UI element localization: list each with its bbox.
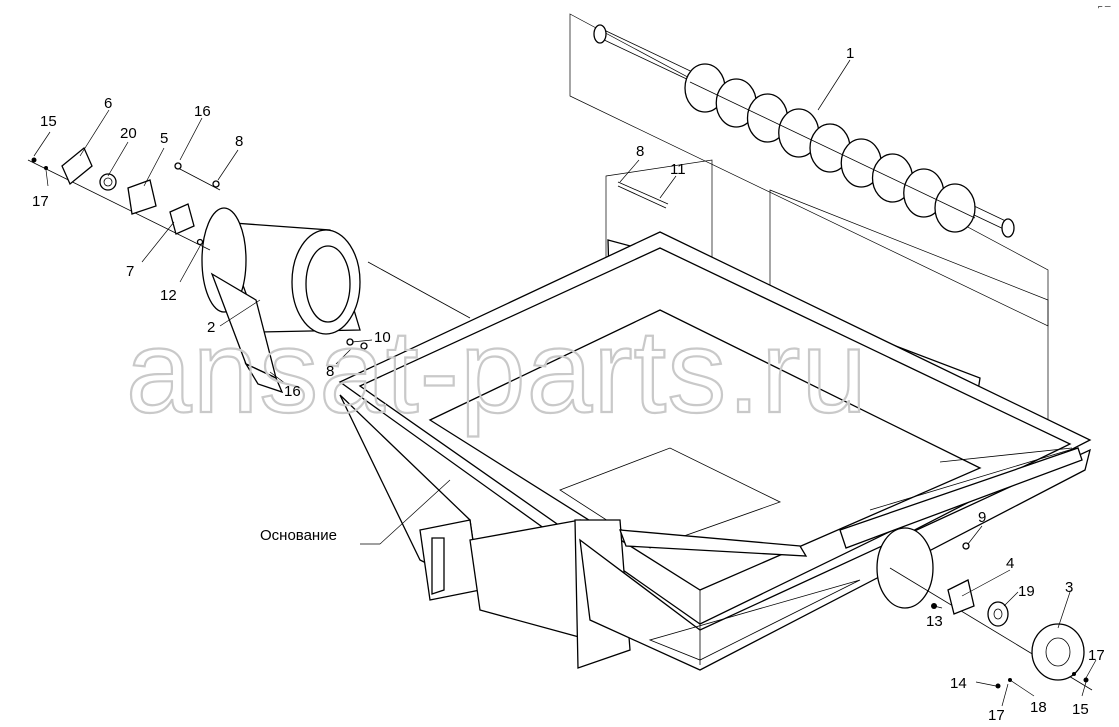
flange-part-4 xyxy=(947,579,975,615)
callout-16-top: 16 xyxy=(194,103,211,120)
callout-19: 19 xyxy=(1018,583,1035,600)
callout-4: 4 xyxy=(1006,555,1014,572)
auger-part-1 xyxy=(569,13,1049,327)
callout-11: 11 xyxy=(670,161,686,178)
left-shaft-components xyxy=(27,146,368,350)
auger-flight xyxy=(934,183,976,233)
leader-lines xyxy=(33,59,1097,707)
callout-18: 18 xyxy=(1030,699,1047,716)
flange-part-6 xyxy=(61,146,93,186)
callout-2: 2 xyxy=(207,319,215,336)
washer-part-8 xyxy=(212,180,220,188)
callouts: 1 2 3 4 5 6 7 8 8 8 9 10 11 12 13 14 15 … xyxy=(32,45,1105,724)
bearing-part-20 xyxy=(99,173,117,191)
callout-8-mid: 8 xyxy=(326,363,334,380)
callout-16-mid: 16 xyxy=(284,383,301,400)
callout-17-right: 17 xyxy=(1088,647,1105,664)
callout-9: 9 xyxy=(978,509,986,526)
callout-3: 3 xyxy=(1065,579,1073,596)
base-frame xyxy=(338,231,1092,671)
callout-8-top: 8 xyxy=(636,143,644,160)
bearing-part-19 xyxy=(987,601,1009,627)
callout-6: 6 xyxy=(104,95,112,112)
callout-12: 12 xyxy=(160,287,177,304)
nut-part-16 xyxy=(174,162,182,170)
callout-1: 1 xyxy=(846,45,854,62)
drive-housing-part-2 xyxy=(201,207,471,394)
watermark-text: ansat-parts.ru xyxy=(126,306,868,438)
callout-13: 13 xyxy=(926,613,943,630)
callout-15-left: 15 xyxy=(40,113,57,130)
callout-17-left: 17 xyxy=(32,193,49,210)
callout-14: 14 xyxy=(950,675,967,692)
bolt-part-9 xyxy=(962,542,970,550)
assembly-label: Основание xyxy=(260,527,337,544)
corner-mark: ⌐ ─ xyxy=(1098,2,1111,11)
callout-10: 10 xyxy=(374,329,391,346)
bolt-part-12 xyxy=(196,238,204,246)
callout-15-right: 15 xyxy=(1072,701,1089,718)
callout-20: 20 xyxy=(120,125,137,142)
callout-7: 7 xyxy=(126,263,134,280)
callout-5: 5 xyxy=(160,130,168,147)
cover-part-5 xyxy=(127,179,157,215)
cover-part-3 xyxy=(1031,623,1085,681)
callout-17-bottom: 17 xyxy=(988,707,1005,724)
callout-8-left: 8 xyxy=(235,133,243,150)
flange-part-7 xyxy=(169,203,195,235)
